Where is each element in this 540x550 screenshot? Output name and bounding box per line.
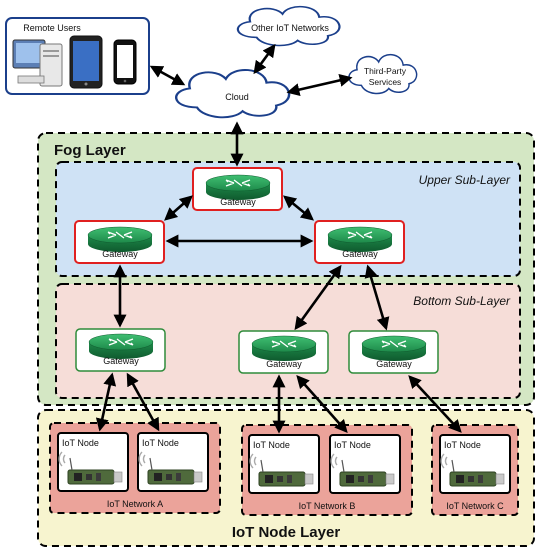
gateway-label: Gateway: [103, 356, 139, 366]
iot-node-layer-title: IoT Node Layer: [232, 524, 341, 541]
network-a-label: IoT Network A: [107, 499, 163, 509]
gateway-bottom-left: Gateway: [75, 328, 166, 372]
cloud-label: Cloud: [225, 92, 249, 102]
gateway-upper-right: Gateway: [314, 220, 405, 264]
iot-node-label: IoT Node: [444, 440, 481, 450]
gateway-label: Gateway: [220, 197, 256, 207]
third-party-label-1: Third-Party: [364, 66, 407, 76]
router-icon: [251, 335, 317, 362]
arrow-gw-node-a2: [126, 372, 160, 432]
arrow-top-left: [164, 195, 193, 221]
iot-network-b: IoT Node IoT Node IoT Network B: [241, 424, 413, 516]
network-b-label: IoT Network B: [299, 501, 356, 511]
iot-network-c: IoT Node IoT Network C: [431, 424, 519, 516]
remote-users-box: Remote Users: [5, 17, 150, 95]
remote-users-label: Remote Users: [23, 23, 81, 33]
arrow-cloud-third-party: [286, 73, 353, 97]
gateway-label: Gateway: [376, 359, 412, 369]
arrow-gw-node-b2: [296, 375, 348, 433]
iot-network-a: IoT Node IoT Node IoT Network A: [49, 422, 221, 514]
arrow-cloud-other-networks: [253, 43, 276, 75]
network-c-label: IoT Network C: [446, 501, 504, 511]
gateway-label: Gateway: [266, 359, 302, 369]
arrow-top-right: [282, 195, 315, 221]
fog-layer-title: Fog Layer: [54, 142, 126, 159]
gateway-bottom-middle: Gateway: [238, 330, 329, 374]
gateway-bottom-right: Gateway: [348, 330, 439, 374]
router-icon: [361, 335, 427, 362]
third-party-label-2: Services: [369, 77, 402, 87]
arrow-gw-node-c: [408, 375, 462, 433]
tablet-icon: [69, 35, 103, 89]
smartphone-icon: [113, 39, 137, 85]
gateway-upper-left: Gateway: [74, 220, 165, 264]
arrow-upper-right-bottom-right: [364, 264, 390, 331]
gateway-label: Gateway: [102, 249, 138, 259]
gateway-upper-top: Gateway: [192, 167, 283, 211]
iot-node-label: IoT Node: [142, 438, 179, 448]
bottom-sublayer-title: Bottom Sub-Layer: [413, 294, 511, 308]
other-networks-label: Other IoT Networks: [251, 23, 329, 33]
arrow-users-cloud: [149, 65, 186, 86]
gateway-label: Gateway: [342, 249, 378, 259]
iot-node-label: IoT Node: [62, 438, 99, 448]
iot-node-label: IoT Node: [253, 440, 290, 450]
desktop-computer-icon: [12, 39, 63, 87]
upper-sublayer-title: Upper Sub-Layer: [419, 173, 511, 187]
connection-arrows: [95, 43, 462, 434]
arrow-upper-right-bottom-middle: [294, 264, 342, 331]
iot-node-label: IoT Node: [334, 440, 371, 450]
arrow-gw-node-a1: [95, 372, 117, 432]
